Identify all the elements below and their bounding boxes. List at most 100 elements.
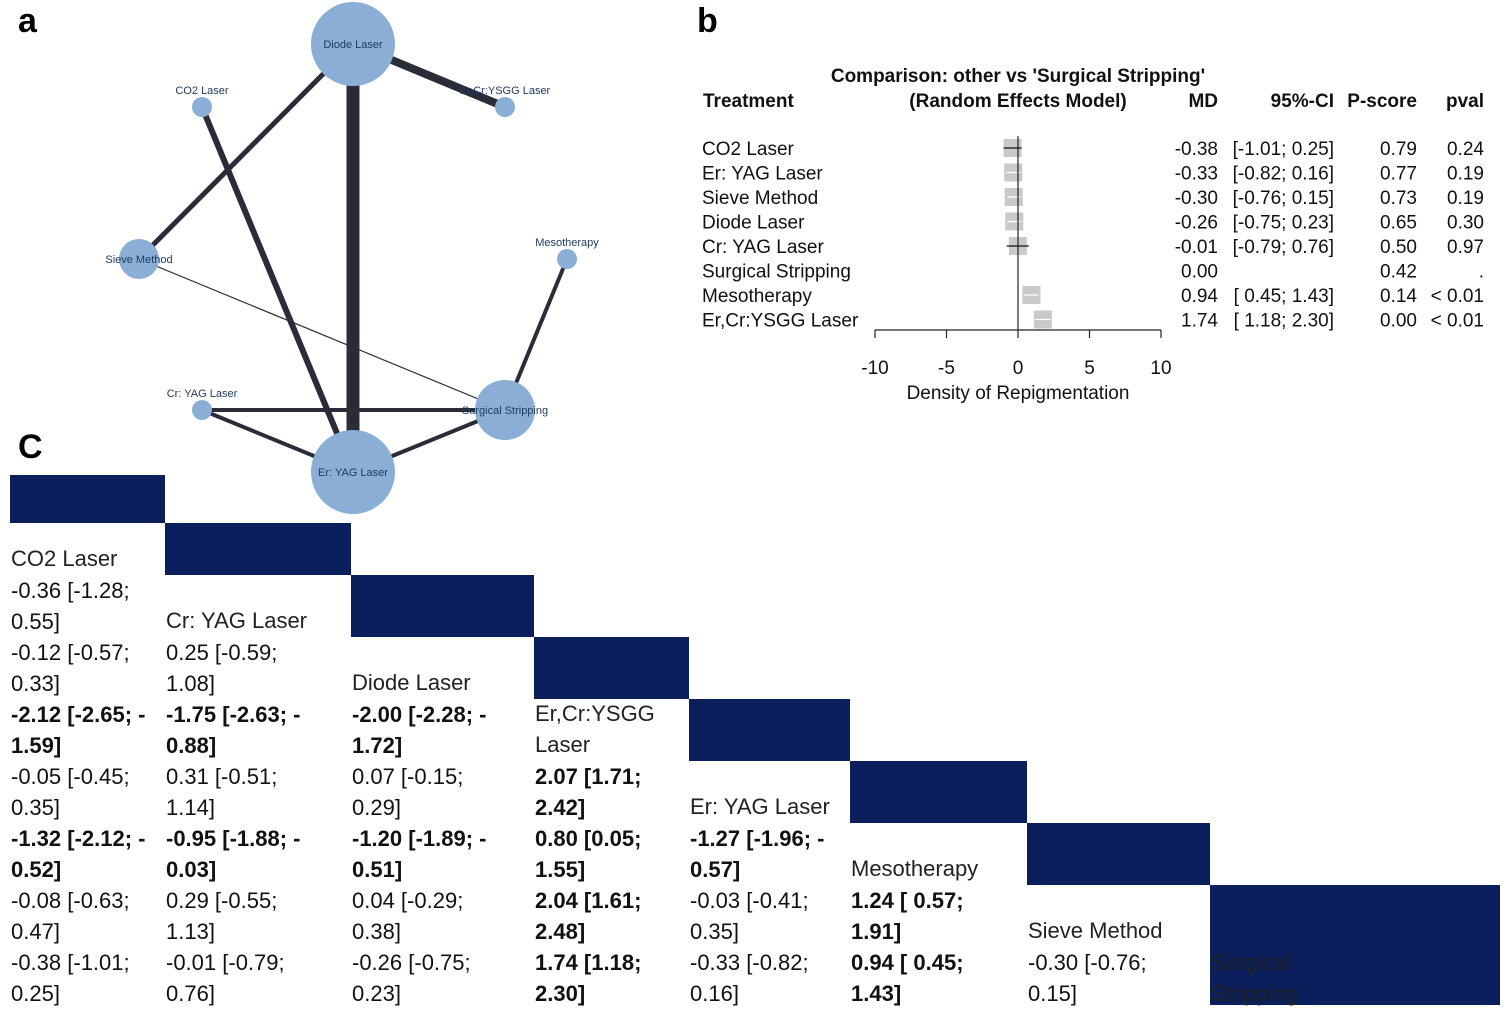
- node-label-surg: Surgical Stripping: [462, 405, 548, 417]
- node-label-ercr: Er,Cr:YSGG Laser: [460, 85, 551, 97]
- league-cell: -1.27 [-1.96; - 0.57]: [690, 826, 825, 882]
- league-cell: 0.29 [-0.55; 1.13]: [166, 888, 278, 944]
- forest-header-ci: 95%-CI: [1271, 91, 1334, 112]
- league-diagonal-block: [689, 699, 850, 761]
- forest-header-pval: pval: [1446, 91, 1484, 112]
- forest-row-pval: 0.19: [1447, 164, 1484, 185]
- node-label-cryag: Cr: YAG Laser: [167, 388, 238, 400]
- panel-label-a: a: [18, 2, 37, 40]
- node-eryag: [311, 430, 395, 514]
- league-cell: -0.05 [-0.45; 0.35]: [11, 764, 130, 820]
- forest-row-ci: [-0.75; 0.23]: [1233, 213, 1334, 234]
- forest-row-pval: 0.19: [1447, 188, 1484, 209]
- forest-row-md: 0.94: [1181, 286, 1218, 307]
- forest-row-md: -0.38: [1175, 139, 1218, 160]
- edge-diode-sieve: [137, 42, 355, 261]
- forest-row-ci: [-0.79; 0.76]: [1233, 237, 1334, 258]
- league-cell: -0.01 [-0.79; 0.76]: [166, 950, 285, 1006]
- forest-row-pval: < 0.01: [1431, 311, 1484, 332]
- league-treatment-name: Er,Cr:YSGG Laser: [535, 701, 655, 757]
- node-label-diode: Diode Laser: [323, 39, 383, 51]
- forest-row-pscore: 0.00: [1380, 311, 1417, 332]
- league-treatment-name: Sieve Method: [1028, 918, 1163, 943]
- league-treatment-name: Mesotherapy: [851, 856, 979, 881]
- node-cryag: [192, 400, 212, 420]
- league-cell: -0.38 [-1.01; 0.25]: [11, 950, 130, 1006]
- forest-row-pscore: 0.50: [1380, 237, 1417, 258]
- forest-row-pscore: 0.79: [1380, 139, 1417, 160]
- node-label-co2: CO2 Laser: [175, 85, 229, 97]
- league-cell: -2.00 [-2.28; - 1.72]: [352, 702, 487, 758]
- league-cell: 0.31 [-0.51; 1.14]: [166, 764, 278, 820]
- forest-row-treatment: Er: YAG Laser: [702, 164, 823, 185]
- forest-row-treatment: Sieve Method: [702, 188, 818, 209]
- node-label-meso: Mesotherapy: [535, 237, 599, 249]
- forest-row-md: 1.74: [1181, 311, 1218, 332]
- forest-tick-label: 0: [1013, 358, 1024, 379]
- panel-label-b: b: [697, 2, 718, 40]
- node-diode: [311, 2, 395, 86]
- node-meso: [557, 249, 577, 269]
- node-surg: [475, 380, 535, 440]
- league-treatment-name: Er: YAG Laser: [690, 794, 830, 819]
- league-cell: -0.08 [-0.63; 0.47]: [11, 888, 130, 944]
- league-cell: 0.04 [-0.29; 0.38]: [352, 888, 464, 944]
- league-cell: 1.24 [ 0.57; 1.91]: [851, 888, 964, 944]
- league-diagonal-block: [1368, 945, 1500, 1005]
- node-co2: [192, 97, 212, 117]
- forest-row-pscore: 0.77: [1380, 164, 1417, 185]
- league-cell: -2.12 [-2.65; - 1.59]: [11, 702, 146, 758]
- league-cell: -0.36 [-1.28; 0.55]: [11, 578, 130, 634]
- league-cell: -0.26 [-0.75; 0.23]: [352, 950, 471, 1006]
- league-diagonal-block: [850, 761, 1027, 823]
- league-cell: -1.75 [-2.63; - 0.88]: [166, 702, 301, 758]
- forest-row-pval: 0.24: [1447, 139, 1484, 160]
- forest-row-md: 0.00: [1181, 262, 1218, 283]
- league-cell: -0.30 [-0.76; 0.15]: [1028, 950, 1147, 1006]
- forest-row-treatment: Cr: YAG Laser: [702, 237, 824, 258]
- forest-row-ci: [-0.82; 0.16]: [1233, 164, 1334, 185]
- edge-sieve-surg: [138, 258, 506, 411]
- league-cell: 0.07 [-0.15; 0.29]: [352, 764, 464, 820]
- forest-row-pval: .: [1479, 262, 1484, 283]
- league-cell: -1.32 [-2.12; - 0.52]: [11, 826, 146, 882]
- forest-row-pscore: 0.14: [1380, 286, 1417, 307]
- forest-row-treatment: Er,Cr:YSGG Laser: [702, 311, 859, 332]
- forest-row-treatment: Surgical Stripping: [702, 262, 851, 283]
- forest-row-treatment: CO2 Laser: [702, 139, 795, 160]
- forest-row-pscore: 0.73: [1380, 188, 1417, 209]
- forest-row-md: -0.30: [1175, 188, 1218, 209]
- forest-row-ci: [ 0.45; 1.43]: [1234, 286, 1334, 307]
- league-treatment-name: Cr: YAG Laser: [166, 608, 308, 633]
- league-diagonal-block: [10, 475, 165, 523]
- league-cell: 0.94 [ 0.45; 1.43]: [851, 950, 964, 1006]
- node-label-sieve: Sieve Method: [105, 254, 172, 266]
- league-cell: -1.20 [-1.89; - 0.51]: [352, 826, 487, 882]
- league-cell: 1.74 [1.18; 2.30]: [535, 950, 642, 1006]
- forest-row-md: -0.33: [1175, 164, 1218, 185]
- league-diagonal-block: [1027, 823, 1210, 885]
- forest-row-pval: 0.97: [1447, 237, 1484, 258]
- league-treatment-name: CO2 Laser: [11, 546, 118, 571]
- forest-row-ci: [-1.01; 0.25]: [1233, 139, 1334, 160]
- forest-row-pscore: 0.42: [1380, 262, 1417, 283]
- node-sieve: [119, 239, 159, 279]
- forest-row-md: -0.26: [1175, 213, 1218, 234]
- forest-title-line1: Comparison: other vs 'Surgical Stripping…: [831, 66, 1205, 87]
- forest-row-treatment: Mesotherapy: [702, 286, 812, 307]
- panel-label-c: C: [18, 428, 43, 466]
- forest-tick-label: 10: [1150, 358, 1171, 379]
- league-cell: 0.80 [0.05; 1.55]: [535, 826, 642, 882]
- league-diagonal-block: [351, 575, 534, 637]
- forest-plot: Comparison: other vs 'Surgical Stripping…: [702, 66, 1484, 404]
- league-cell: -0.95 [-1.88; - 0.03]: [166, 826, 301, 882]
- forest-header-md: MD: [1188, 91, 1218, 112]
- node-ercr: [495, 97, 515, 117]
- forest-tick-label: -10: [861, 358, 888, 379]
- league-cell: -0.33 [-0.82; 0.16]: [690, 950, 809, 1006]
- forest-row-treatment: Diode Laser: [702, 213, 805, 234]
- node-label-eryag: Er: YAG Laser: [318, 467, 388, 479]
- forest-title-line2: (Random Effects Model): [909, 91, 1126, 112]
- league-treatment-name: Surgical Stripping: [1211, 950, 1298, 1006]
